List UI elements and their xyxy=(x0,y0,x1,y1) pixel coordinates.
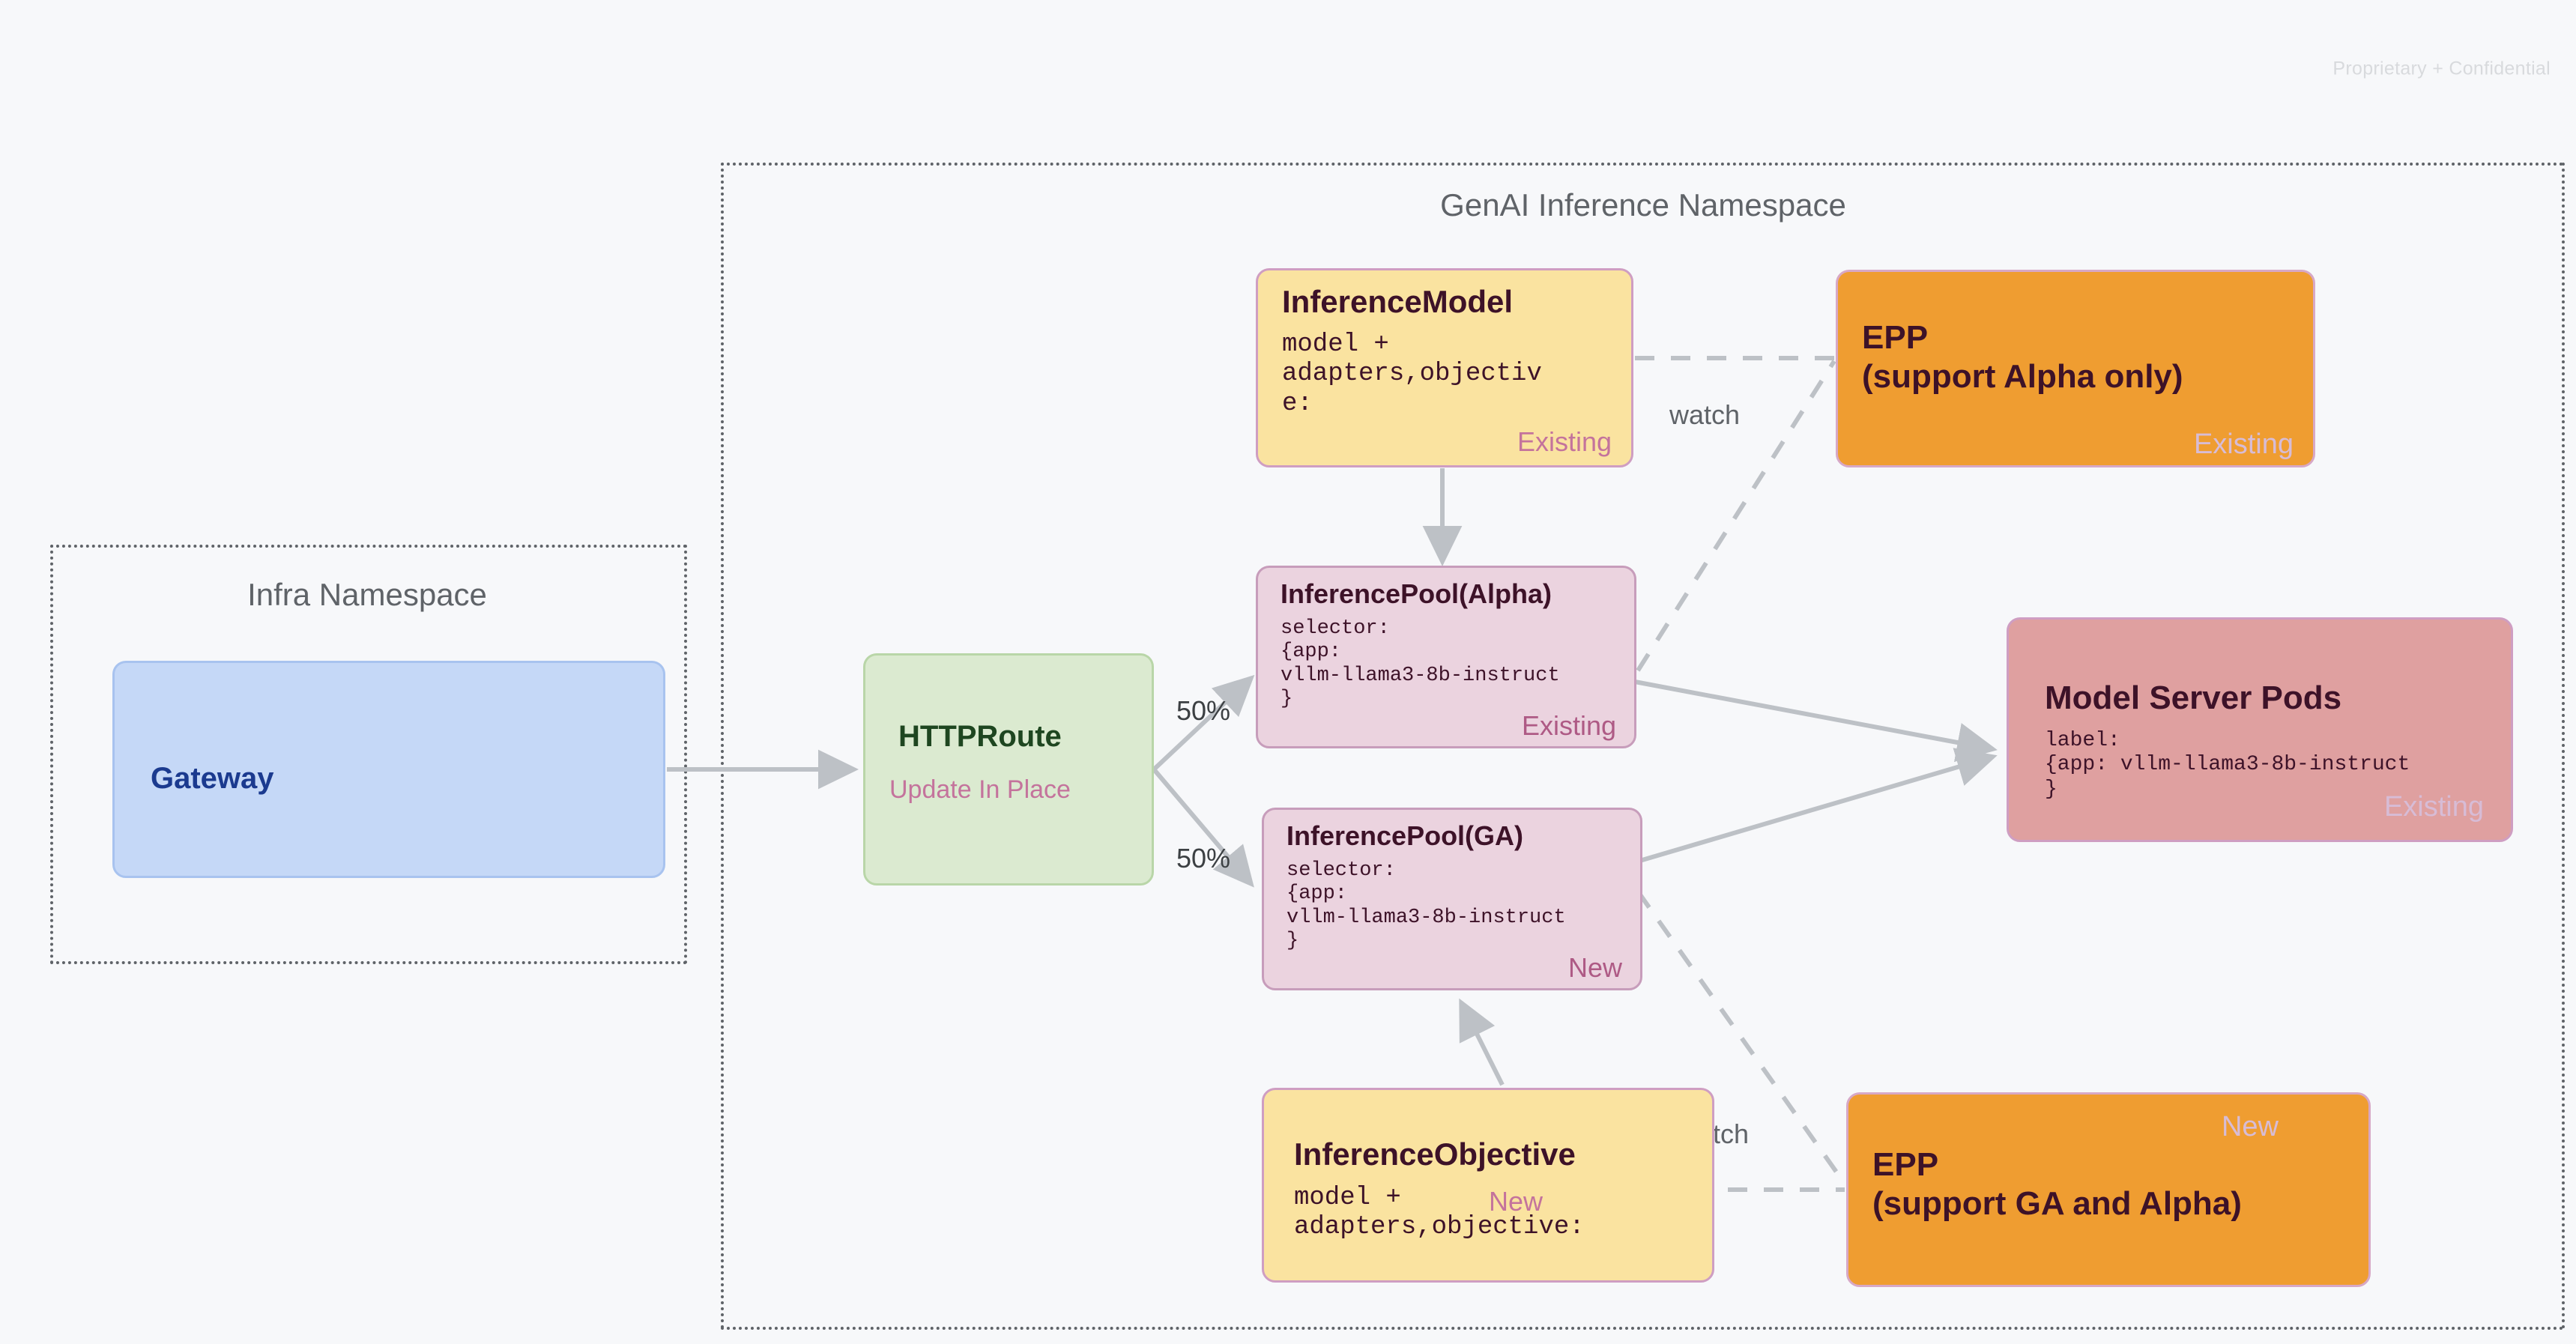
edge-label-split-top: 50% xyxy=(1176,695,1231,726)
node-inference-model[interactable]: InferenceModel model + adapters,objectiv… xyxy=(1256,268,1633,467)
node-model-server-pods-badge: Existing xyxy=(2383,791,2484,823)
node-inference-model-badge: Existing xyxy=(1517,426,1612,457)
node-inference-pool-alpha-title: InferencePool(Alpha) xyxy=(1281,578,1552,609)
node-httproute-badge: Update In Place xyxy=(889,775,1071,804)
node-inference-pool-ga-badge: New xyxy=(1567,952,1622,983)
node-inference-objective-body: model + adapters,objective: xyxy=(1294,1184,1585,1242)
node-model-server-pods-body: label: {app: vllm-llama3-8b-instruct } xyxy=(2045,729,2410,801)
edge-label-split-bottom: 50% xyxy=(1176,843,1231,874)
node-epp-alpha[interactable]: EPP (support Alpha only) Existing xyxy=(1836,270,2315,467)
edge-label-watch-top: watch xyxy=(1669,399,1741,430)
node-epp-ga-alpha[interactable]: EPP (support GA and Alpha) New xyxy=(1846,1092,2371,1287)
node-inference-pool-ga[interactable]: InferencePool(GA) selector: {app: vllm-l… xyxy=(1262,808,1642,990)
node-epp-alpha-title: EPP (support Alpha only) xyxy=(1862,319,2183,395)
node-model-server-pods-title: Model Server Pods xyxy=(2045,679,2342,716)
node-inference-pool-alpha[interactable]: InferencePool(Alpha) selector: {app: vll… xyxy=(1256,566,1636,748)
node-httproute[interactable]: HTTPRoute Update In Place xyxy=(863,653,1154,886)
node-inference-pool-alpha-badge: Existing xyxy=(1521,710,1616,741)
node-httproute-title: HTTPRoute xyxy=(898,720,1062,753)
confidential-notice: Proprietary + Confidential xyxy=(2332,58,2551,79)
node-inference-model-body: model + adapters,objectiv e: xyxy=(1282,330,1542,418)
node-inference-pool-alpha-body: selector: {app: vllm-llama3-8b-instruct … xyxy=(1281,617,1560,710)
node-epp-alpha-badge: Existing xyxy=(2193,429,2294,460)
node-gateway-title: Gateway xyxy=(151,762,274,795)
node-inference-objective-badge: New xyxy=(1489,1186,1544,1217)
node-inference-pool-ga-body: selector: {app: vllm-llama3-8b-instruct … xyxy=(1287,859,1566,952)
infra-namespace-boundary xyxy=(50,545,687,964)
infra-namespace-title: Infra Namespace xyxy=(247,577,487,612)
genai-namespace-boundary xyxy=(721,163,2565,1330)
node-inference-objective[interactable]: InferenceObjective model + adapters,obje… xyxy=(1262,1088,1714,1283)
node-inference-pool-ga-title: InferencePool(GA) xyxy=(1287,820,1524,851)
genai-namespace-title: GenAI Inference Namespace xyxy=(1440,187,1846,223)
node-model-server-pods[interactable]: Model Server Pods label: {app: vllm-llam… xyxy=(2007,617,2513,842)
node-epp-ga-alpha-title: EPP (support GA and Alpha) xyxy=(1872,1146,2242,1222)
node-inference-objective-title: InferenceObjective xyxy=(1294,1136,1576,1172)
node-inference-model-title: InferenceModel xyxy=(1282,284,1514,319)
node-gateway[interactable]: Gateway xyxy=(112,661,665,878)
node-epp-ga-alpha-badge: New xyxy=(2221,1111,2279,1142)
